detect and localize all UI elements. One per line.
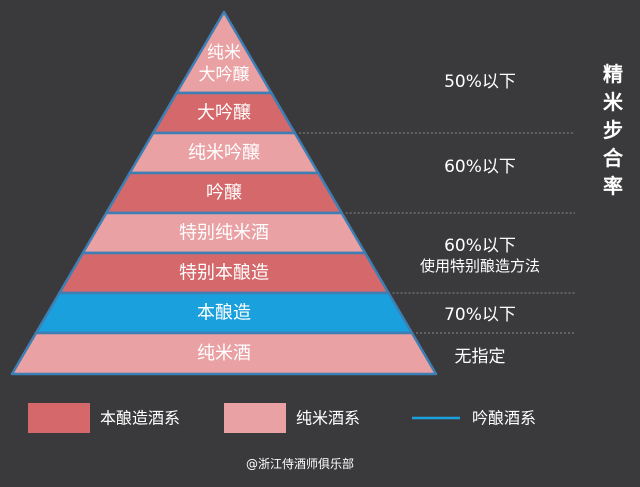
tier-label: 大吟醸 [197, 103, 251, 124]
pyramid-tier [10, 331, 438, 376]
tier-label: 纯米酒 [197, 343, 251, 364]
side-title-char: 米 [603, 90, 624, 114]
tier-label: 纯米 [207, 43, 241, 63]
legend-label: 吟酿酒系 [472, 409, 536, 428]
side-title-char: 步 [603, 118, 623, 142]
legend-label: 纯米酒系 [296, 409, 360, 428]
polishing-rate-label: 60%以下 [444, 236, 516, 256]
legend-label: 本酿造酒系 [100, 409, 180, 428]
side-title-char: 率 [603, 174, 623, 198]
side-title-char: 精 [603, 62, 623, 86]
side-title-char: 合 [603, 146, 624, 170]
watermark: @浙江侍酒师俱乐部 [246, 456, 354, 471]
polishing-rate-label: 无指定 [455, 347, 506, 367]
tier-label: 本酿造 [197, 303, 251, 324]
tier-label: 吟醸 [206, 183, 242, 204]
polishing-rate-label: 70%以下 [444, 305, 516, 325]
legend-swatch [224, 403, 286, 433]
tier-label: 纯米吟醸 [188, 143, 260, 164]
tier-label: 特别本酿造 [179, 263, 269, 284]
tier-label: 特别纯米酒 [179, 223, 269, 244]
polishing-rate-label: 50%以下 [444, 72, 516, 92]
legend-swatch [28, 403, 90, 433]
polishing-rate-label: 使用特别酿造方法 [420, 257, 540, 275]
tier-label: 大吟醸 [199, 65, 250, 85]
polishing-rate-label: 60%以下 [444, 157, 516, 177]
